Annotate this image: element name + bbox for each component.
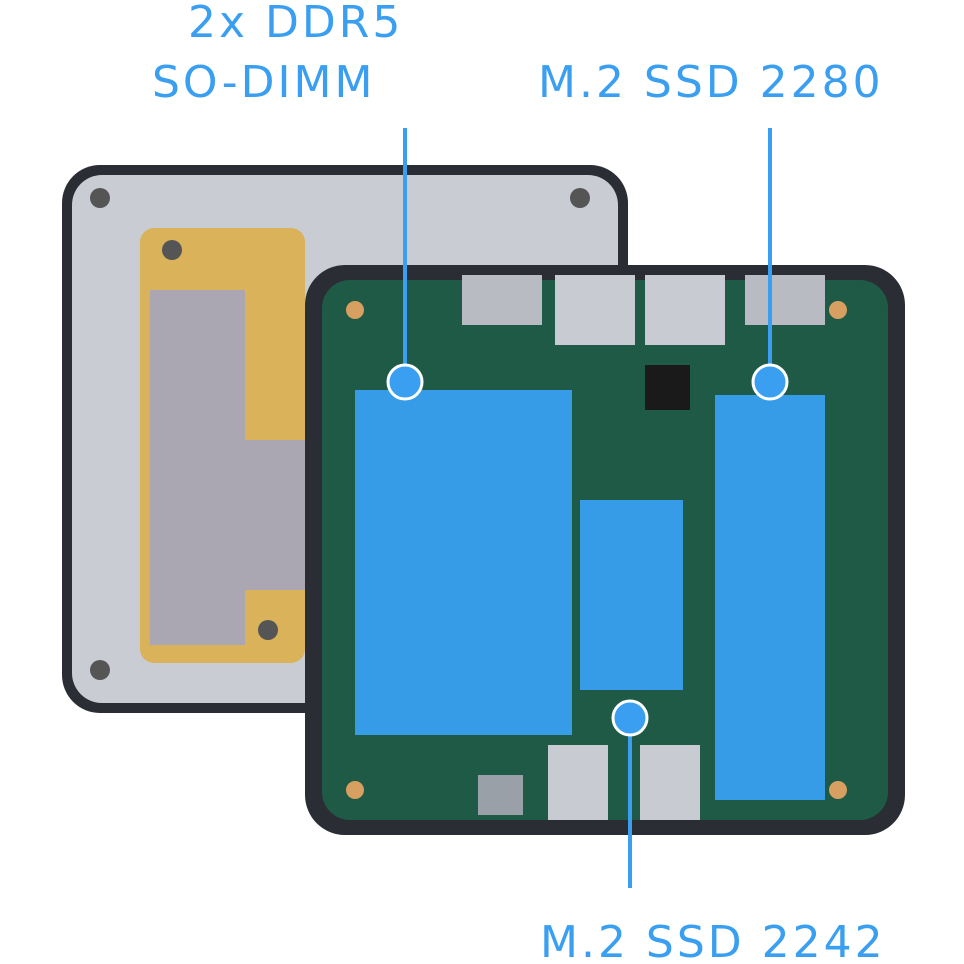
memory-callout-dot bbox=[386, 363, 424, 401]
lan-port bbox=[555, 275, 635, 345]
screw-icon bbox=[90, 188, 110, 208]
ssd-2242-callout-dot bbox=[611, 699, 649, 737]
thermal-pad bbox=[150, 290, 245, 645]
hdmi-port bbox=[462, 275, 542, 325]
usb-port bbox=[548, 745, 608, 820]
ssd-2242-label: M.2 SSD 2242 bbox=[540, 917, 886, 964]
lan-port bbox=[645, 275, 725, 345]
screw-icon bbox=[570, 188, 590, 208]
memory-label-line1: 2x DDR5 bbox=[188, 0, 404, 48]
ddr5-slot-highlight bbox=[355, 390, 572, 735]
ssd-2280-slot-highlight bbox=[715, 395, 825, 800]
hdmi-port bbox=[745, 275, 825, 325]
screw-icon bbox=[162, 240, 182, 260]
chip bbox=[645, 365, 690, 410]
screw-icon bbox=[258, 620, 278, 640]
usb-c-port bbox=[478, 775, 523, 815]
screw-icon bbox=[90, 660, 110, 680]
usb-port bbox=[640, 745, 700, 820]
memory-label-line2: SO-DIMM bbox=[152, 57, 376, 108]
ssd-2280-callout-dot bbox=[751, 363, 789, 401]
ssd-2242-slot-highlight bbox=[580, 500, 683, 690]
ssd-2280-label: M.2 SSD 2280 bbox=[538, 57, 884, 108]
